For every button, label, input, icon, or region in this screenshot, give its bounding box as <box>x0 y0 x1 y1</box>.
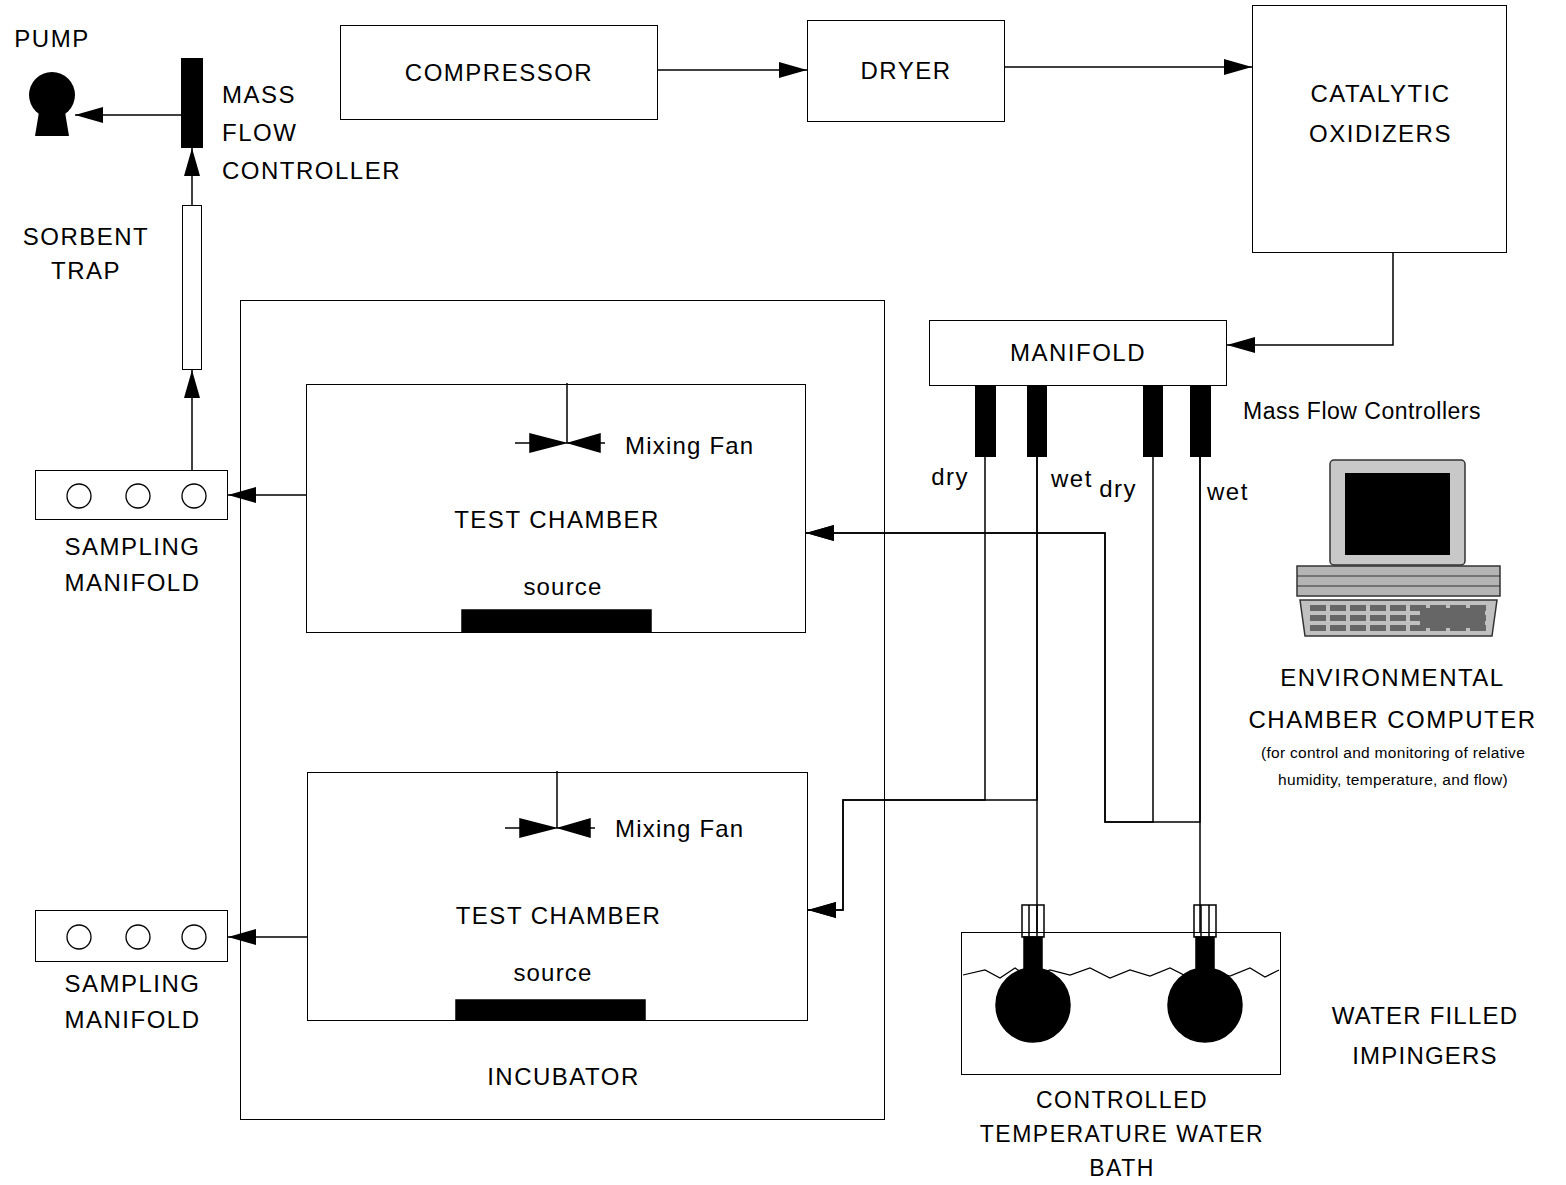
node-text: dry <box>1099 470 1137 508</box>
flow-line <box>1227 253 1393 345</box>
manifold: MANIFOLD <box>929 320 1227 386</box>
mass-flow-controller: dry <box>1143 386 1163 457</box>
flow-line <box>1005 66 1252 68</box>
process-box: DRYER <box>807 20 1005 122</box>
node-text: wet <box>1051 460 1093 498</box>
fan-label: Mixing Fan <box>615 810 744 848</box>
node-text: CONTROLLED TEMPERATURE WATER BATH <box>962 1083 1282 1185</box>
node-text: wet <box>1207 473 1249 511</box>
mass-flow-controller: wet <box>1027 386 1047 457</box>
pump-icon <box>29 70 75 138</box>
process-box: COMPRESSOR <box>340 25 658 120</box>
source-label: source <box>493 954 613 992</box>
mass-flow-controller: dry <box>975 386 996 457</box>
node-text: TEST CHAMBER <box>307 501 807 539</box>
node-text: (for control and monitoring of relative … <box>1253 739 1533 793</box>
sampling-manifold: SAMPLING MANIFOLD <box>35 910 228 962</box>
flow-line <box>806 457 1153 822</box>
incubator: INCUBATOR TEST CHAMBER TEST CHAMBER <box>240 300 885 1120</box>
node-text: SAMPLING MANIFOLD <box>21 529 244 601</box>
ports-icon <box>36 471 229 521</box>
source-label: source <box>503 568 623 606</box>
flow-line <box>75 114 181 116</box>
node-text: SORBENT TRAP <box>11 220 161 288</box>
node-text: MANIFOLD <box>930 334 1226 372</box>
pump-symbol: PUMP <box>29 70 75 138</box>
process-box: CATALYTIC OXIDIZERS <box>1252 5 1507 253</box>
node-text: CATALYTIC OXIDIZERS <box>1253 74 1508 154</box>
node-text: MASS FLOW CONTROLLER <box>222 76 352 190</box>
node-text: PUMP <box>0 20 112 58</box>
flow-line <box>191 370 193 470</box>
flow-line <box>808 457 1037 910</box>
flow-line <box>808 457 985 910</box>
mass-flow-controller: MASS FLOW CONTROLLER <box>181 58 203 148</box>
impinger-label: WATER FILLED IMPINGERS <box>1300 996 1550 1076</box>
flow-line <box>191 148 193 205</box>
ports-icon <box>36 911 229 963</box>
fan-label: Mixing Fan <box>625 427 754 465</box>
computer: ENVIRONMENTAL CHAMBER COMPUTER(for contr… <box>1225 455 1560 815</box>
flow-line <box>658 69 807 71</box>
group-label: Mass Flow Controllers <box>1243 392 1481 430</box>
node-text: INCUBATOR <box>241 1058 886 1096</box>
node-text: dry <box>931 458 969 496</box>
flow-line <box>1036 457 1038 932</box>
sorbent-trap: SORBENT TRAP <box>182 205 202 370</box>
node-text: ENVIRONMENTAL CHAMBER COMPUTER <box>1225 657 1560 741</box>
water-bath: CONTROLLED TEMPERATURE WATER BATH <box>961 932 1281 1075</box>
node-text: DRYER <box>808 52 1004 90</box>
flow-line <box>1199 457 1201 932</box>
node-text: SAMPLING MANIFOLD <box>21 966 244 1038</box>
flow-line <box>806 457 1200 822</box>
sampling-manifold: SAMPLING MANIFOLD <box>35 470 228 520</box>
node-text: TEST CHAMBER <box>308 897 809 935</box>
node-text: COMPRESSOR <box>341 54 657 92</box>
mass-flow-controller: wet <box>1190 386 1211 457</box>
